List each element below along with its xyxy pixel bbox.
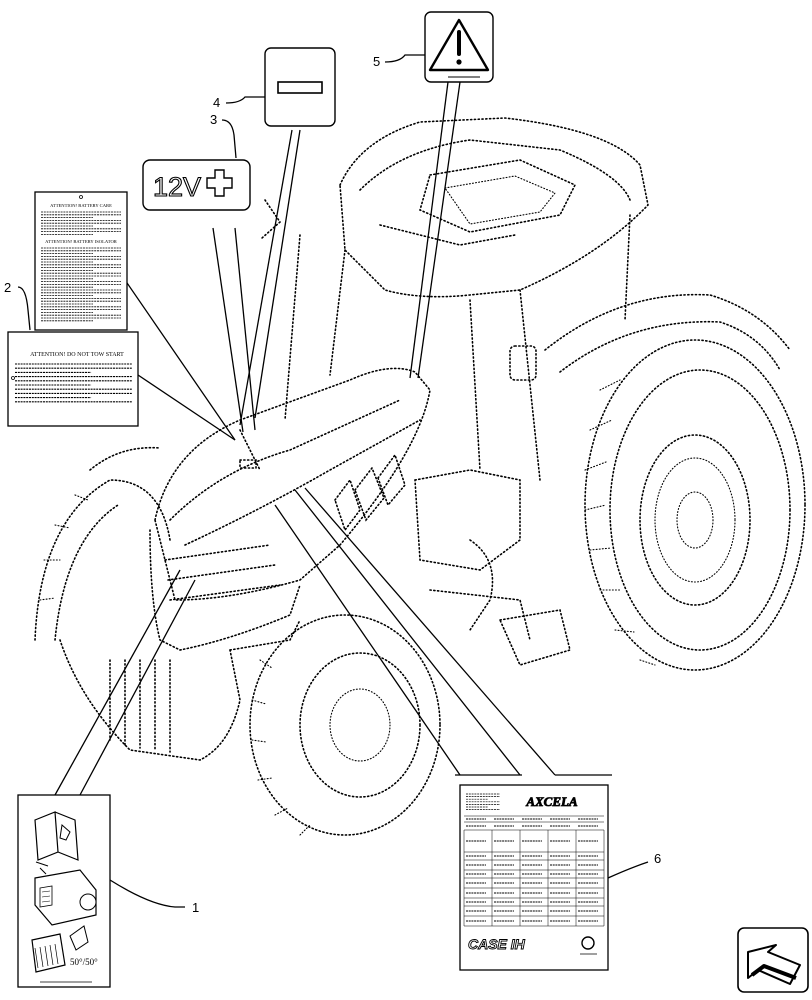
battery-isolator-heading: ATTENTION! BATTERY ISOLATOR xyxy=(45,239,118,244)
callout-1: 1 xyxy=(192,900,199,915)
plate-header-lines xyxy=(466,793,500,810)
decal-model-plate: AXCELA CASE IH xyxy=(459,784,609,971)
decal-do-not-tow-start: ATTENTION! DO NOT TOW START xyxy=(7,331,139,427)
battery-care-text-lines xyxy=(41,211,121,235)
tractor-illustration xyxy=(34,117,806,836)
tow-start-heading: ATTENTION! DO NOT TOW START xyxy=(30,352,124,358)
battery-isolator-text-lines xyxy=(41,247,121,322)
decal-pictogram: 50°/50° xyxy=(17,794,111,988)
brand-logo-text: CASE IH xyxy=(468,936,526,952)
navigation-arrow-box[interactable] xyxy=(737,927,809,993)
plate-spec-table xyxy=(463,815,605,927)
battery-care-heading: ATTENTION! BATTERY CARE xyxy=(50,203,112,208)
fuel-badge-icon xyxy=(581,936,595,950)
coolant-ratio-text: 50°/50° xyxy=(70,957,98,967)
callout-3: 3 xyxy=(210,112,217,127)
decal-battery-care: ATTENTION! BATTERY CARE ATTENTION! BATTE… xyxy=(34,191,128,331)
decal-warning-triangle xyxy=(424,11,494,83)
coolant-icon xyxy=(31,933,66,973)
callout-6: 6 xyxy=(654,851,661,866)
battery-voltage-text: 12V xyxy=(153,172,201,202)
model-brand-text: AXCELA xyxy=(525,794,578,809)
decal-battery-plus: 12V xyxy=(142,159,251,211)
callout-2: 2 xyxy=(4,280,11,295)
battery-icon xyxy=(34,869,97,926)
callout-numbers: 1 2 3 4 5 6 xyxy=(4,54,661,915)
callout-4: 4 xyxy=(213,95,220,110)
tow-start-text-lines xyxy=(15,363,132,403)
manual-book-icon xyxy=(34,811,79,861)
callout-5: 5 xyxy=(373,54,380,69)
decal-battery-minus xyxy=(264,47,336,127)
leader-lines xyxy=(17,54,649,908)
